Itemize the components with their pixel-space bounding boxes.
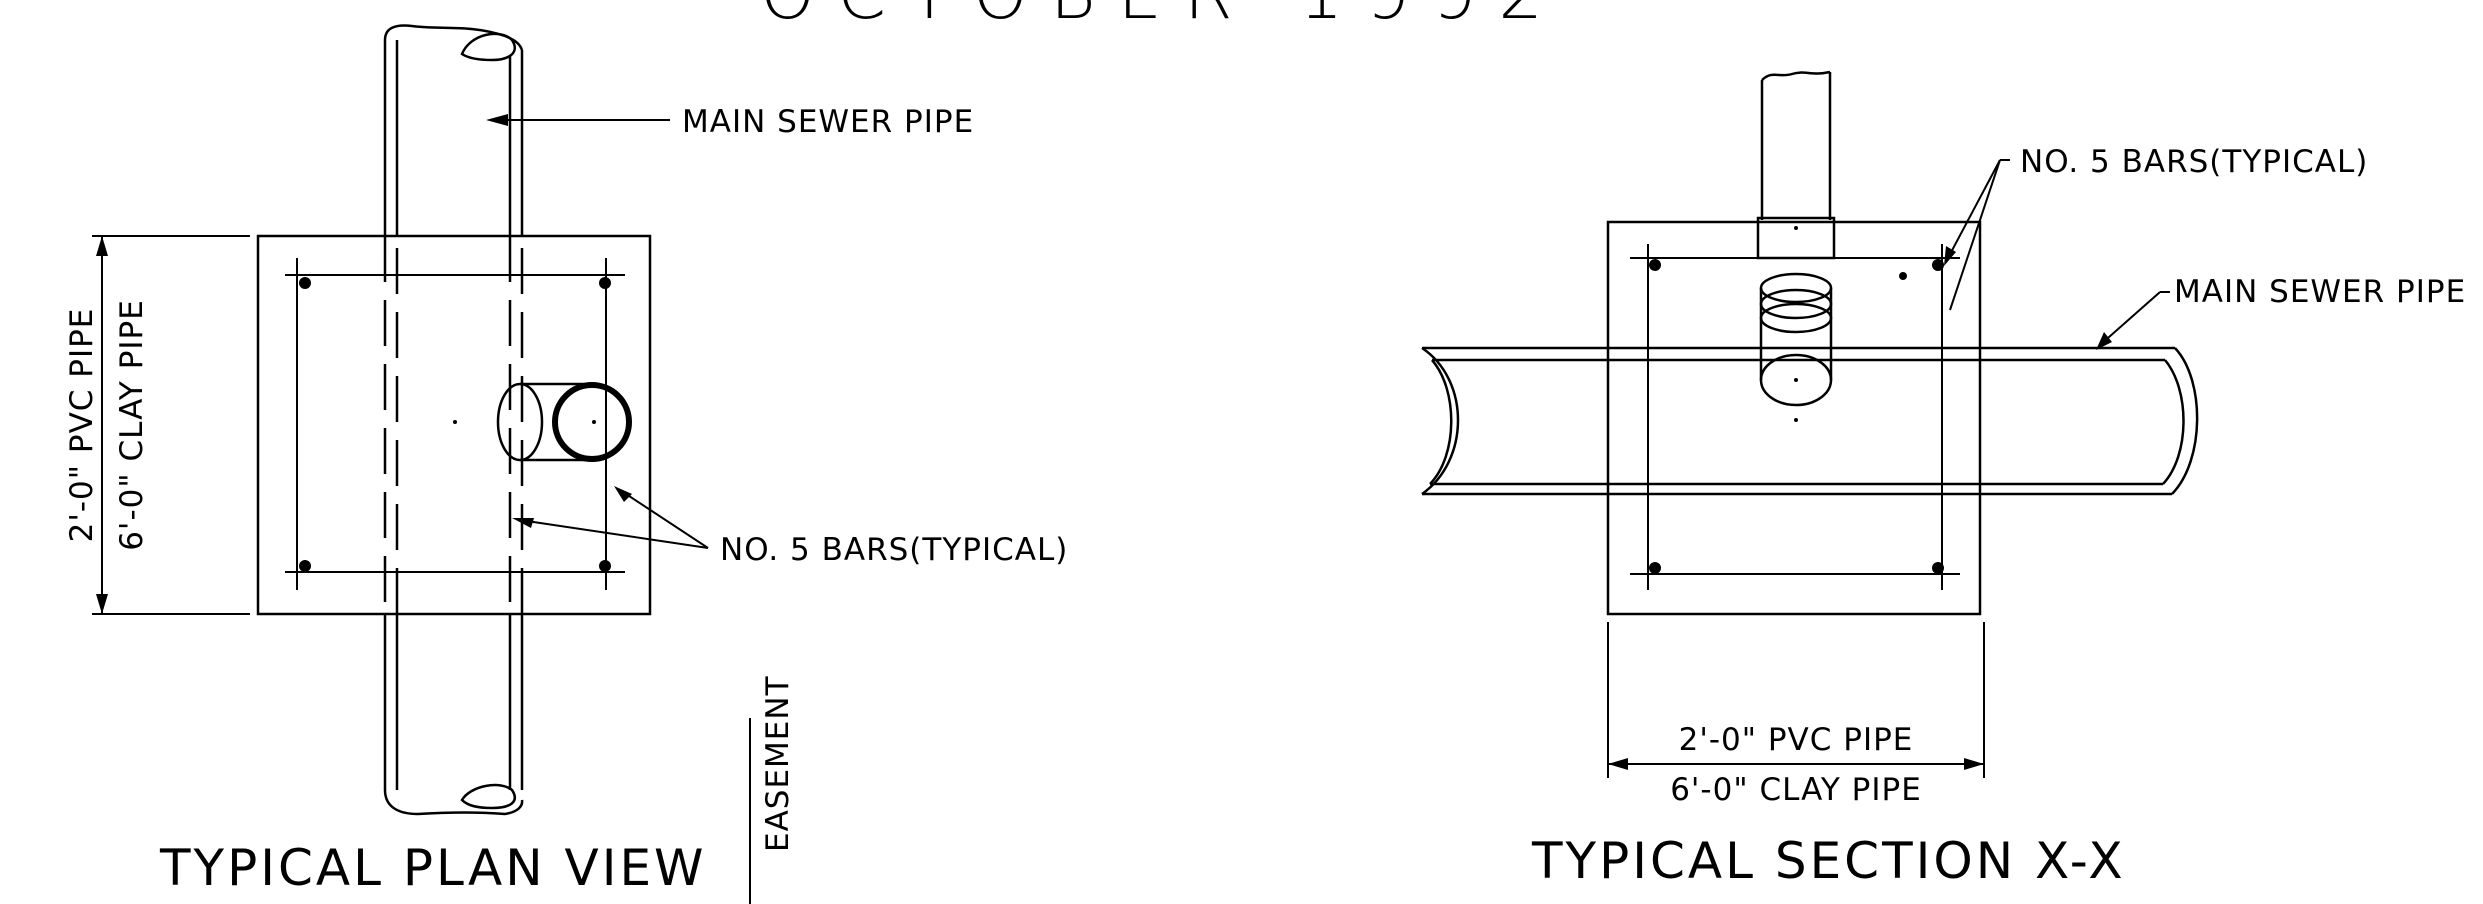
plan-encasement-outline <box>256 234 652 616</box>
plan-lateral-pipe <box>453 382 632 462</box>
section-encasement-outline <box>1606 220 1982 616</box>
section-main-pipe-callout: MAIN SEWER PIPE <box>2096 274 2466 350</box>
section-dim-pvc: 2'-0" PVC PIPE <box>1679 722 1914 758</box>
header-date: OCTOBER 1992 <box>760 0 1565 35</box>
section-pvc-riser <box>1756 70 1836 422</box>
plan-bars-label: NO. 5 BARS(TYPICAL) <box>720 532 1068 568</box>
plan-bars-callout: NO. 5 BARS(TYPICAL) <box>512 486 1068 568</box>
rebar-dot <box>1932 562 1944 574</box>
plan-easement: EASEMENT <box>749 675 796 904</box>
plan-main-pipe-callout: MAIN SEWER PIPE <box>486 104 974 140</box>
section-main-pipe-label: MAIN SEWER PIPE <box>2174 274 2466 310</box>
section-caption: TYPICAL SECTION X-X <box>1531 832 2126 890</box>
section-bars-label: NO. 5 BARS(TYPICAL) <box>2020 144 2368 180</box>
plan-main-pipe-label: MAIN SEWER PIPE <box>682 104 974 140</box>
section-dim-clay: 6'-0" CLAY PIPE <box>1670 772 1922 808</box>
section-dimension: 2'-0" PVC PIPE 6'-0" CLAY PIPE <box>1607 622 1985 808</box>
plan-dim-clay: 6'-0" CLAY PIPE <box>114 299 150 551</box>
plan-main-sewer-pipe <box>383 24 524 816</box>
section-view: NO. 5 BARS(TYPICAL) MAIN SEWER PIPE 2'-0… <box>1421 70 2466 890</box>
plan-dim-pvc: 2'-0" PVC PIPE <box>64 308 100 543</box>
rebar-dot <box>1649 562 1661 574</box>
rebar-dot <box>1932 259 1944 271</box>
section-rebar-cage <box>1630 244 1960 590</box>
plan-pvc-riser <box>552 382 632 462</box>
rebar-dot <box>299 277 311 289</box>
plan-dimension: 2'-0" PVC PIPE 6'-0" CLAY PIPE <box>64 235 250 615</box>
rebar-dot <box>599 277 611 289</box>
rebar-dot <box>1649 259 1661 271</box>
section-main-sewer-pipe <box>1421 346 2199 496</box>
plan-view: MAIN SEWER PIPE NO. 5 BARS(TYPICAL) 2'-0… <box>64 24 1068 904</box>
easement-label: EASEMENT <box>760 675 796 852</box>
section-bars-callout: NO. 5 BARS(TYPICAL) <box>1944 144 2368 311</box>
plan-caption: TYPICAL PLAN VIEW <box>159 839 706 897</box>
rebar-dot <box>299 560 311 572</box>
rebar-dot <box>599 560 611 572</box>
plan-rebar-cage <box>285 258 625 590</box>
